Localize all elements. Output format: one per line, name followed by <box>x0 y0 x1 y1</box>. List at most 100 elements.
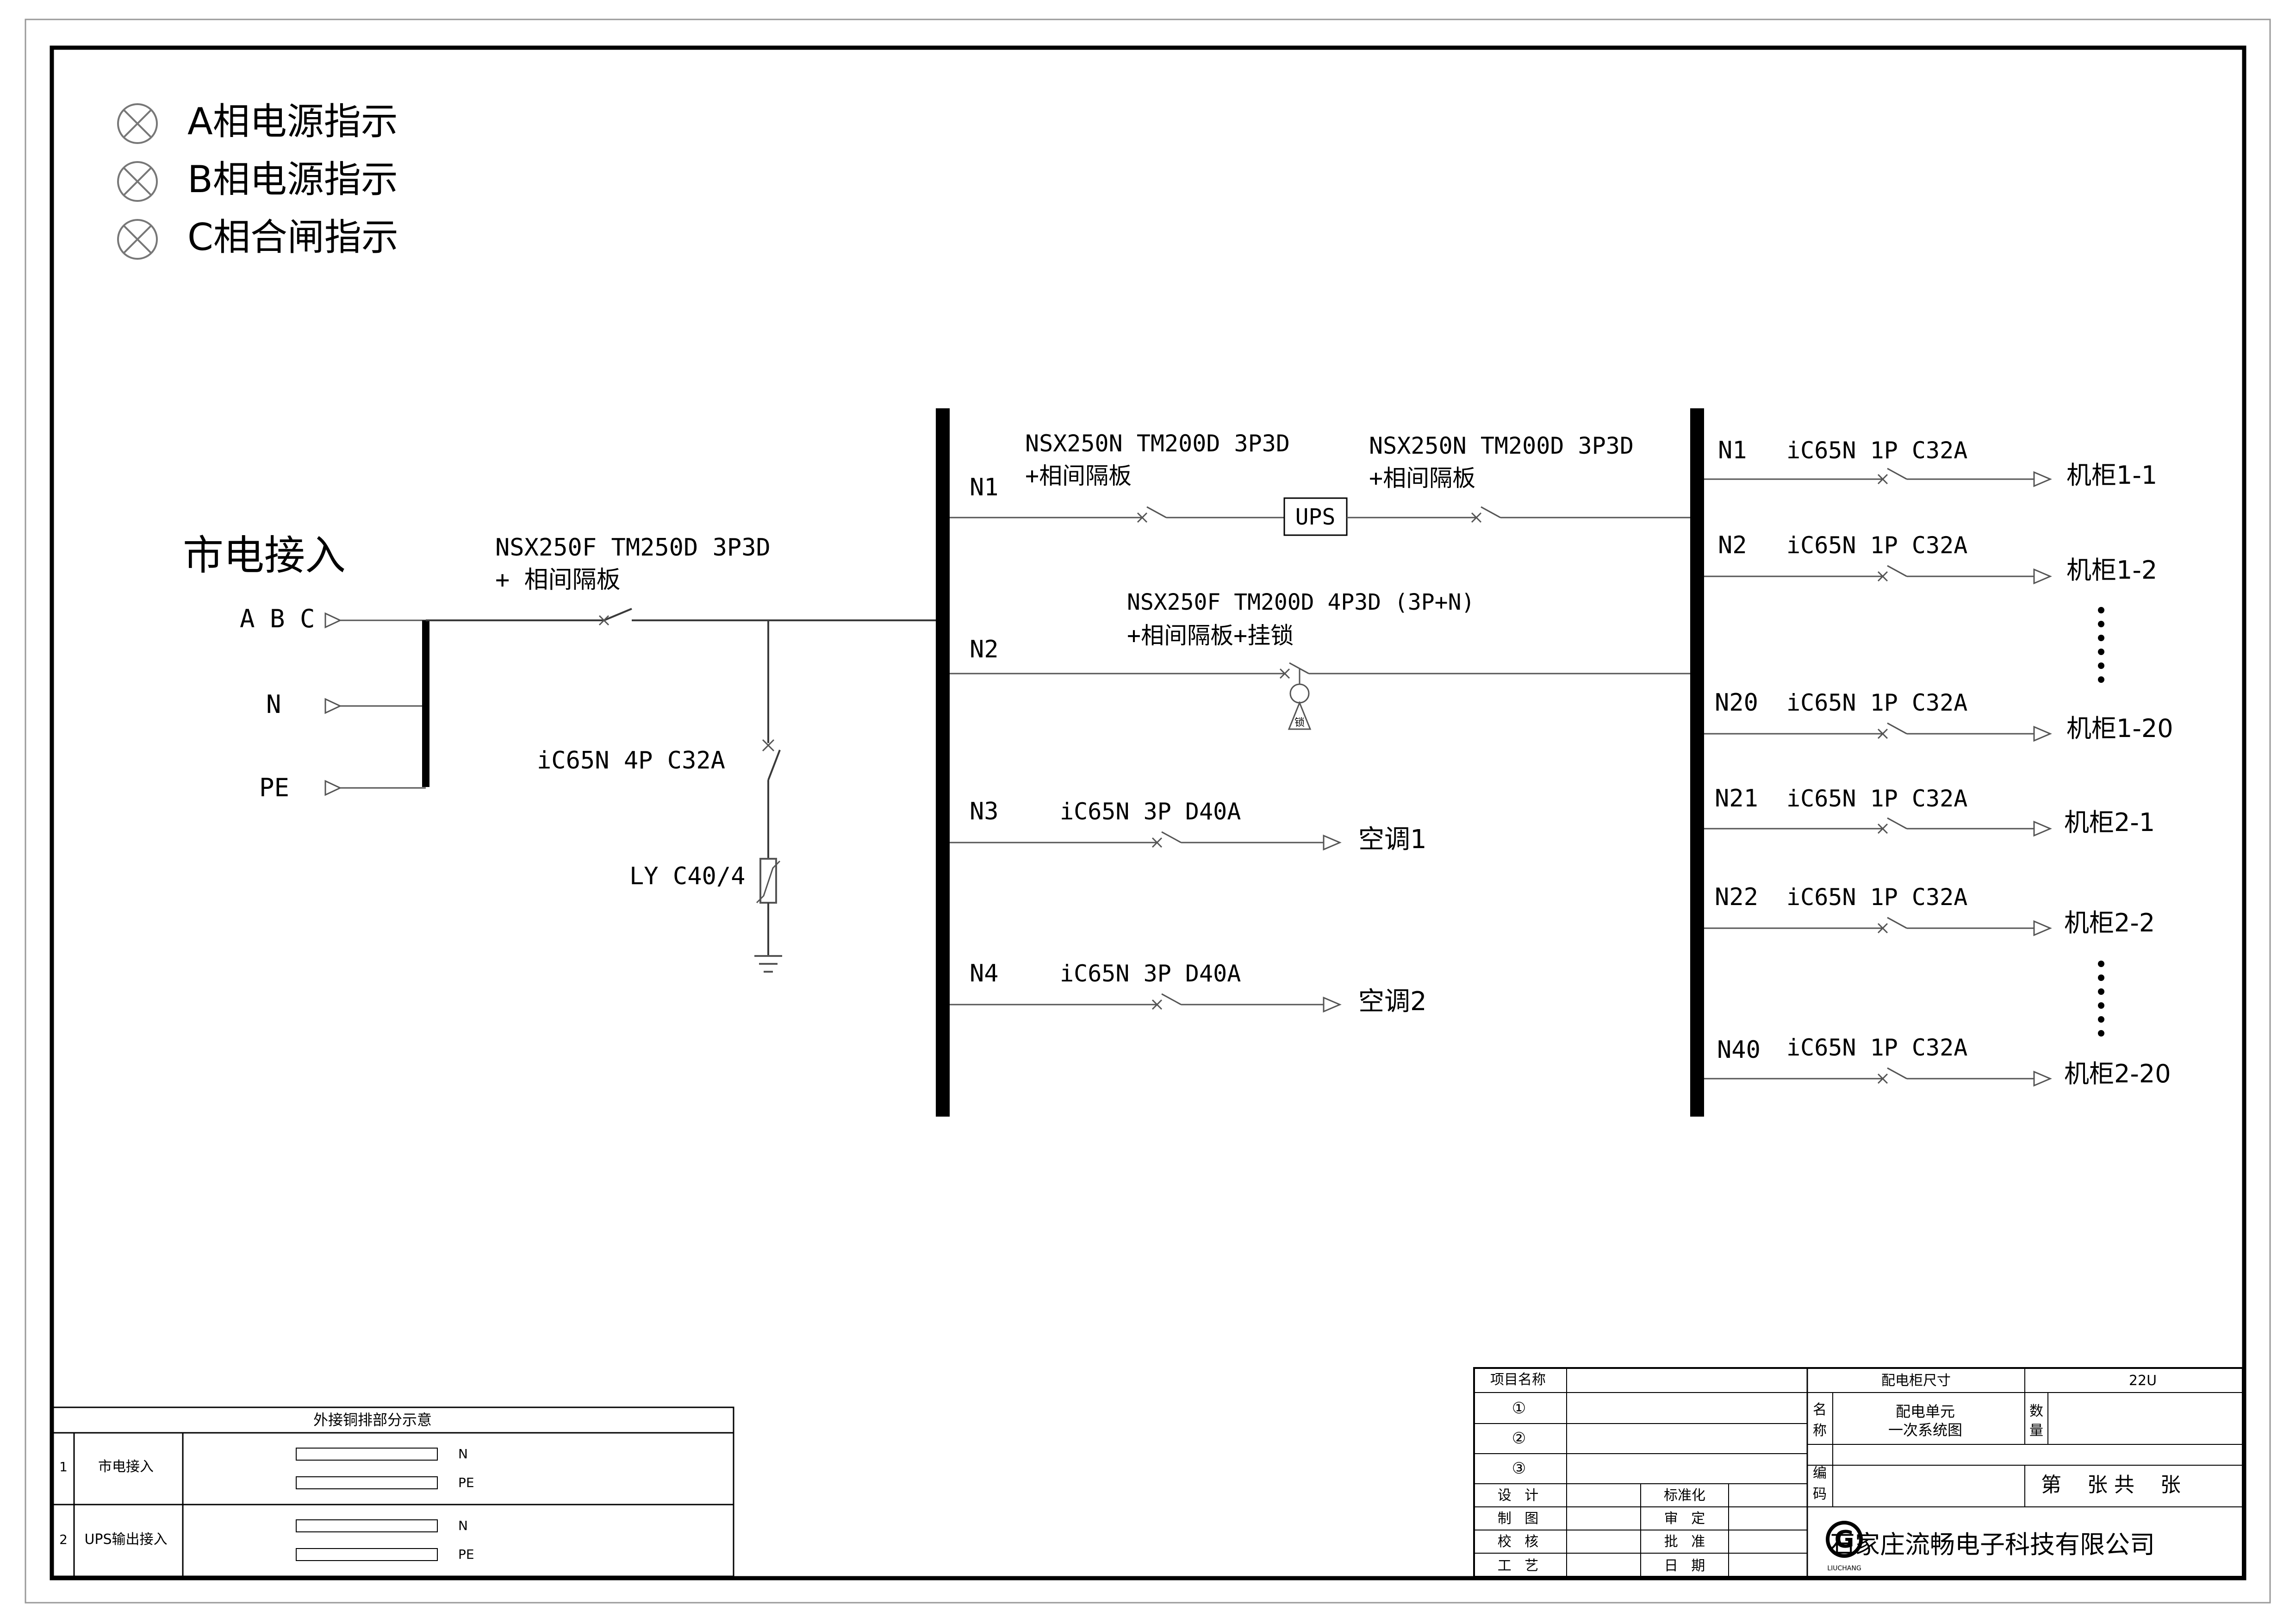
main-breaker-label: NSX250F TM250D 3P3D <box>495 534 771 562</box>
lock-label: 锁 <box>1294 717 1305 729</box>
company-logo-icon: G LIUCHANG <box>1826 1521 1863 1572</box>
load-label: 机柜1-20 <box>2066 714 2173 743</box>
role-approve: 批 准 <box>1664 1534 1705 1550</box>
load-label: 机柜2-1 <box>2064 808 2155 837</box>
breaker-label: iC65N 3P D40A <box>1060 798 1241 825</box>
code-label: 编 <box>1813 1465 1827 1481</box>
name-label: 名 <box>1813 1402 1827 1418</box>
output-busbar <box>1690 408 1704 1117</box>
title-block: 项目名称 配电柜尺寸 22U ① ② ③ 名 称 配电单元 一次系统图 数 量 … <box>1473 1367 2244 1578</box>
output-arrow-icon <box>2033 568 2052 585</box>
project-name-label: 项目名称 <box>1490 1372 1546 1388</box>
company-name: 石家庄流畅电子科技有限公司 <box>1830 1530 2155 1559</box>
load-label: 机柜1-2 <box>2066 556 2157 585</box>
rev-mark-3: ③ <box>1512 1459 1526 1478</box>
row-name: 市电接入 <box>98 1459 154 1475</box>
role-checker: 校 核 <box>1498 1534 1539 1550</box>
ellipsis-dots <box>2098 607 2104 683</box>
input-busbar <box>422 620 429 787</box>
load-label: 空调1 <box>1358 824 1427 855</box>
role-review: 审 定 <box>1664 1511 1705 1527</box>
main-breaker-symbol <box>598 608 632 626</box>
bus1-branch-n3: N3 iC65N 3P D40A 空调1 <box>950 798 1427 855</box>
ups-label: UPS <box>1295 504 1336 530</box>
sheet-counter: 第 张 共 张 <box>2041 1473 2181 1497</box>
main-busbar <box>936 408 950 1117</box>
branch-id: N2 <box>970 636 999 663</box>
drawing-border <box>50 45 2246 1580</box>
main-breaker-note: + 相间隔板 <box>495 566 621 594</box>
copper-bar <box>296 1548 438 1561</box>
indicator-label-a: A相电源指示 <box>187 100 398 143</box>
drawing-name: 一次系统图 <box>1888 1421 1962 1439</box>
row-number: 2 <box>59 1532 68 1547</box>
breaker-label: iC65N 1P C32A <box>1786 1034 1967 1061</box>
bar-label: N <box>458 1446 468 1462</box>
breaker-label: iC65N 1P C32A <box>1786 884 1967 911</box>
outer-frame <box>25 19 2271 1604</box>
indicator-label-b: B相电源指示 <box>187 158 398 201</box>
ups-box <box>1283 497 1348 536</box>
drawing-name: 配电单元 <box>1896 1403 1955 1420</box>
rev-mark-2: ② <box>1512 1429 1526 1448</box>
code-label: 码 <box>1813 1486 1827 1502</box>
terminal-n-label: N <box>266 690 281 719</box>
ellipsis-dots <box>2098 961 2104 1037</box>
breaker-label: iC65N 1P C32A <box>1786 532 1967 559</box>
lamp-cross-icon <box>117 161 158 202</box>
branch-id: N20 <box>1715 689 1758 717</box>
breaker-label: iC65N 1P C32A <box>1786 785 1967 812</box>
spd-breaker-symbol <box>762 739 781 781</box>
quantity-label: 数 <box>2029 1403 2043 1419</box>
output-arrow-icon <box>2033 725 2052 742</box>
bus2-branches: N1 iC65N 1P C32A 机柜1-1 N2 iC65N 1P C32A … <box>1704 437 2173 1088</box>
cabinet-size-value: 22U <box>2129 1373 2157 1389</box>
lamp-cross-icon <box>117 103 158 144</box>
indicator-label-c: C相合闸指示 <box>187 216 398 259</box>
bar-label: PE <box>458 1475 474 1490</box>
load-label: 空调2 <box>1358 987 1427 1017</box>
terminal-pe-label: PE <box>259 773 289 802</box>
load-label: 机柜2-20 <box>2064 1059 2171 1088</box>
copper-table-title: 外接铜排部分示意 <box>313 1411 432 1429</box>
role-date: 日 期 <box>1664 1558 1705 1574</box>
breaker-note: +相间隔板+挂锁 <box>1127 622 1294 649</box>
breaker-label: NSX250F TM200D 4P3D (3P+N) <box>1127 589 1475 615</box>
mains-input: 市电接入 A B C N PE NSX250F TM250D 3P3D + 相间… <box>183 531 940 973</box>
lamp-cross-icon <box>117 219 158 260</box>
branch-id: N40 <box>1717 1036 1761 1064</box>
spd-label: LY C40/4 <box>629 862 745 890</box>
breaker-label: NSX250N TM200D 3P3D <box>1025 430 1290 457</box>
logo-subtext: LIUCHANG <box>1827 1565 1861 1572</box>
padlock-icon: 锁 <box>1288 669 1312 730</box>
ups-breaker-note: +相间隔板 <box>1369 465 1475 492</box>
breaker-label: iC65N 1P C32A <box>1786 689 1967 716</box>
output-arrow-icon <box>2033 920 2052 937</box>
breaker-label: iC65N 1P C32A <box>1786 437 1967 464</box>
logo-letter: G <box>1835 1526 1854 1554</box>
branch-id: N1 <box>1718 437 1747 464</box>
spd-breaker-label: iC65N 4P C32A <box>537 747 725 775</box>
branch-id: N3 <box>970 798 999 825</box>
role-drafter: 制 图 <box>1498 1511 1539 1527</box>
copper-bar-table: 外接铜排部分示意 1 市电接入 N PE 2 UPS输出接入 N PE <box>52 1406 734 1577</box>
surge-protector-symbol <box>756 858 781 904</box>
mains-title: 市电接入 <box>183 531 346 579</box>
breaker-label: iC65N 3P D40A <box>1060 960 1241 987</box>
bus1-branch-n1: N1 NSX250N TM200D 3P3D +相间隔板 UPS NSX250N… <box>950 430 1692 536</box>
branch-id: N21 <box>1715 785 1758 812</box>
ground-icon <box>754 955 782 973</box>
output-arrow-icon <box>2033 820 2052 837</box>
terminal-arrow-icon <box>324 612 342 796</box>
breaker-note: +相间隔板 <box>1025 462 1132 489</box>
bar-label: N <box>458 1518 468 1533</box>
terminal-abc-label: A B C <box>240 604 315 633</box>
quantity-label: 量 <box>2029 1423 2043 1439</box>
branch-id: N2 <box>1718 531 1747 559</box>
indicator-legend: A相电源指示 B相电源指示 C相合闸指示 <box>117 100 398 260</box>
output-arrow-icon <box>1323 834 1342 851</box>
load-label: 机柜2-2 <box>2064 908 2155 937</box>
role-standard: 标准化 <box>1664 1487 1705 1504</box>
ups-breaker-label: NSX250N TM200D 3P3D <box>1369 432 1634 459</box>
name-label: 称 <box>1813 1423 1827 1439</box>
